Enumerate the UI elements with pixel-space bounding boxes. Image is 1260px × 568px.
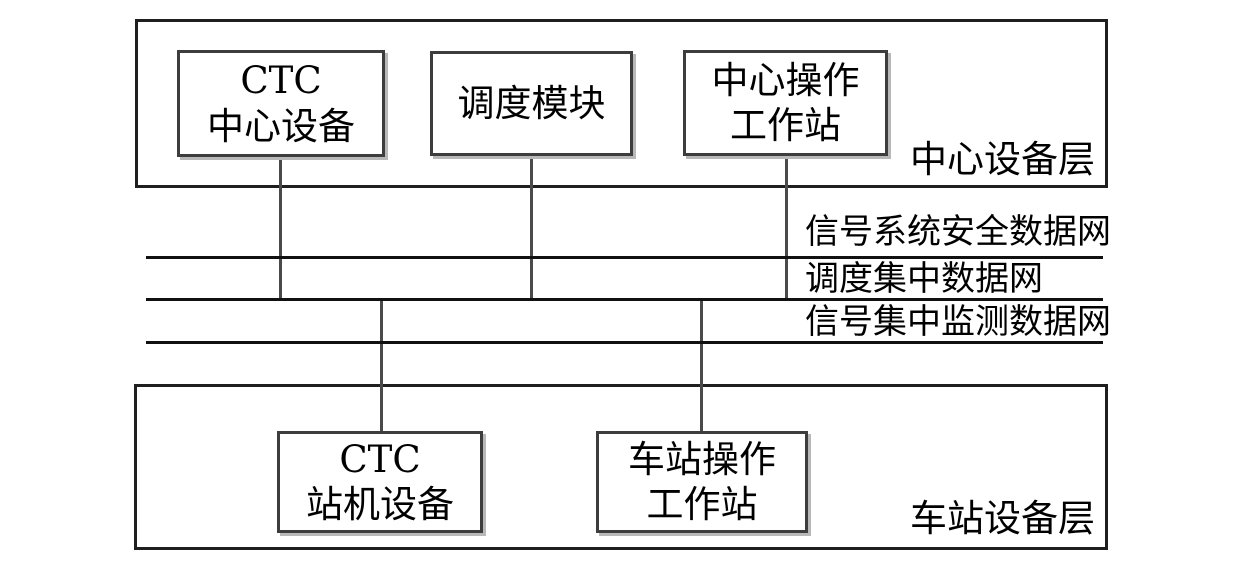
box-ctc-station-equipment-line2: 站机设备 bbox=[306, 483, 454, 526]
connector-center-workstation-to-network bbox=[785, 154, 788, 299]
connector-dispatch-module-to-network bbox=[530, 154, 533, 299]
box-ctc-center-equipment-line2: 中心设备 bbox=[207, 104, 355, 148]
center-equipment-layer-label: 中心设备层 bbox=[910, 138, 1095, 181]
signal-safety-data-network-label: 信号系统安全数据网 bbox=[805, 212, 1111, 252]
connector-network-to-ctc-station bbox=[380, 298, 383, 433]
box-center-operation-workstation-line2: 工作站 bbox=[730, 104, 841, 147]
box-station-operation-workstation-line1: 车站操作 bbox=[628, 437, 776, 481]
station-equipment-layer-label: 车站设备层 bbox=[910, 497, 1095, 540]
box-ctc-center-equipment: CTC 中心设备 bbox=[177, 50, 385, 157]
connector-network-to-station-workstation bbox=[700, 298, 703, 433]
box-station-operation-workstation: 车站操作 工作站 bbox=[596, 431, 808, 533]
box-dispatch-module: 调度模块 bbox=[430, 51, 633, 156]
connector-ctc-center-to-network bbox=[279, 155, 282, 299]
box-station-operation-workstation-line2: 工作站 bbox=[646, 483, 758, 526]
signal-monitoring-data-network-label: 信号集中监测数据网 bbox=[805, 302, 1111, 342]
center-equipment-layer-box bbox=[135, 19, 1108, 188]
signal-safety-data-network-line bbox=[146, 256, 1103, 259]
box-ctc-center-equipment-line1: CTC bbox=[240, 59, 322, 103]
signal-monitoring-data-network-line bbox=[146, 341, 1103, 344]
dispatch-centralized-data-network-line bbox=[146, 298, 1103, 301]
box-dispatch-module-line1: 调度模块 bbox=[457, 81, 606, 125]
station-equipment-layer-box bbox=[134, 384, 1108, 550]
box-ctc-station-equipment: CTC 站机设备 bbox=[277, 431, 483, 533]
box-ctc-station-equipment-line1: CTC bbox=[339, 437, 421, 481]
box-center-operation-workstation-line1: 中心操作 bbox=[711, 58, 860, 102]
box-center-operation-workstation: 中心操作 工作站 bbox=[683, 50, 888, 156]
dispatch-centralized-data-network-label: 调度集中数据网 bbox=[805, 259, 1043, 299]
